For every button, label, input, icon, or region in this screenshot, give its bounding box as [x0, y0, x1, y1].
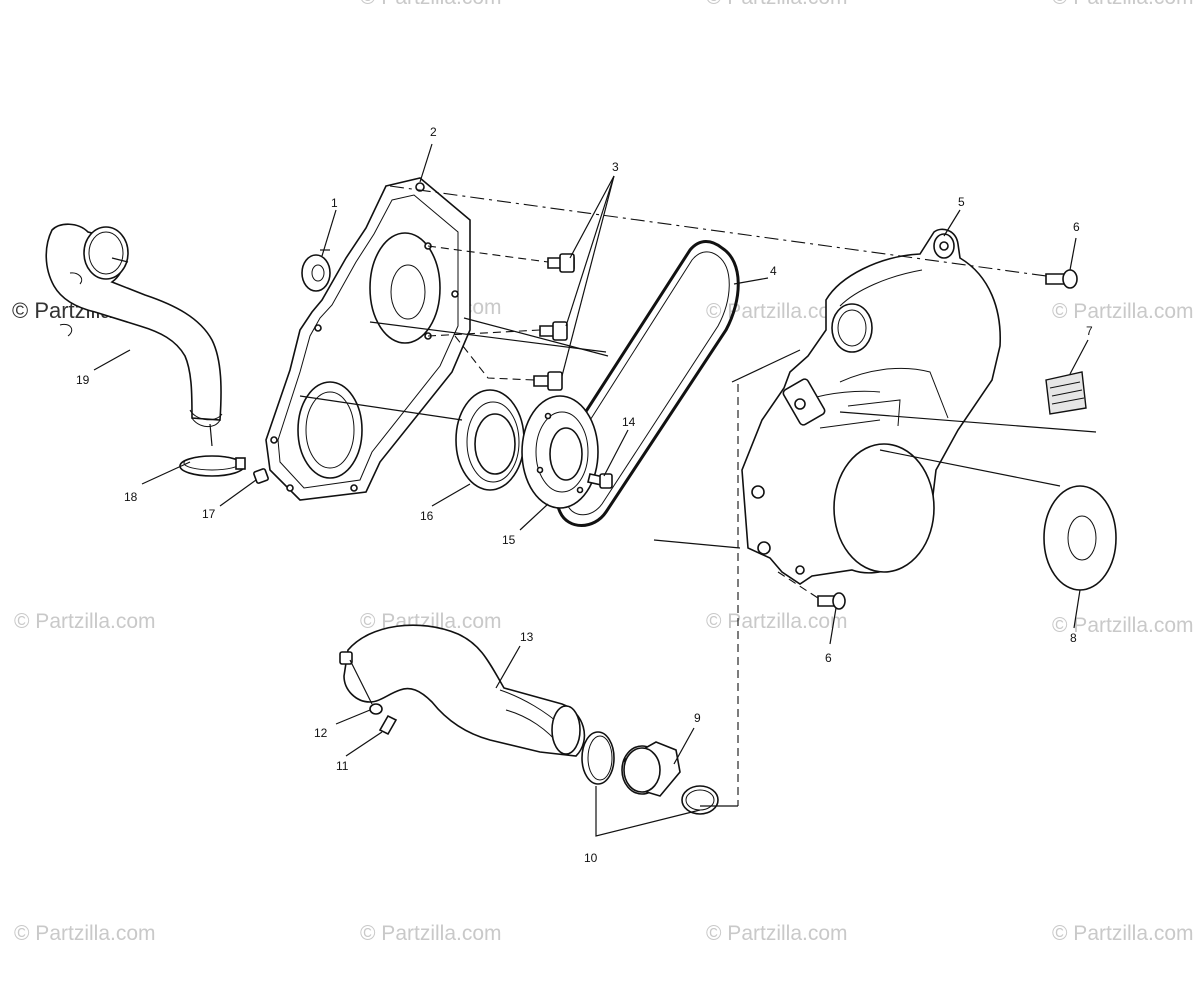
part-11-bolt[interactable] — [378, 714, 398, 736]
callout-18: 18 — [124, 490, 138, 504]
part-2-inner-cover[interactable] — [265, 177, 471, 501]
callout-5: 5 — [958, 195, 965, 209]
callout-10: 10 — [584, 851, 598, 865]
watermark-row3-4: © Partzilla.com — [1052, 614, 1194, 637]
watermark-top-3: © Partzilla.com — [1052, 0, 1194, 10]
part-12-washer[interactable] — [369, 703, 383, 715]
part-9-coupler[interactable] — [621, 741, 681, 797]
part-1-washer[interactable] — [301, 254, 331, 292]
callout-6-bottom: 6 — [825, 651, 832, 665]
callout-1: 1 — [331, 196, 338, 210]
part-18-hose-clamp[interactable] — [179, 455, 246, 477]
callout-15: 15 — [502, 533, 516, 547]
callout-16: 16 — [420, 509, 434, 523]
watermark-bottom-4: © Partzilla.com — [1052, 922, 1194, 945]
part-7-decal[interactable] — [1045, 371, 1087, 415]
part-16-seal[interactable] — [455, 389, 525, 491]
callout-11: 11 — [336, 759, 349, 773]
callout-14: 14 — [622, 415, 636, 429]
watermark-bottom-1: © Partzilla.com — [14, 922, 156, 945]
callout-7: 7 — [1086, 324, 1093, 338]
watermark-mid-4: © Partzilla.com — [1052, 300, 1194, 323]
callout-4: 4 — [770, 264, 777, 278]
callout-2: 2 — [430, 125, 437, 139]
part-6-screw-top[interactable] — [1045, 269, 1078, 289]
watermark-bottom-3: © Partzilla.com — [706, 922, 848, 945]
part-19-inlet-duct[interactable] — [45, 223, 223, 427]
part-8-washer[interactable] — [1043, 485, 1117, 591]
part-5-outer-cover[interactable] — [741, 228, 1001, 585]
watermark-row3-3: © Partzilla.com — [706, 610, 848, 633]
watermark-row3-1: © Partzilla.com — [14, 610, 156, 633]
part-13-outlet-duct[interactable] — [339, 624, 586, 757]
watermark-bottom-2: © Partzilla.com — [360, 922, 502, 945]
callout-19: 19 — [76, 373, 90, 387]
callout-12: 12 — [314, 726, 328, 740]
watermark-top-1: © Partzilla.com — [360, 0, 502, 10]
leader-lines — [93, 143, 1089, 837]
callout-6-top: 6 — [1073, 220, 1080, 234]
part-14-screw[interactable] — [587, 473, 613, 489]
part-15-bearing-plate[interactable] — [521, 395, 599, 509]
part-6-screw-bottom[interactable] — [817, 592, 846, 610]
part-17-plug[interactable] — [253, 468, 269, 484]
assembly-lines — [111, 185, 1097, 807]
callout-9: 9 — [694, 711, 701, 725]
callout-8: 8 — [1070, 631, 1077, 645]
callout-3: 3 — [612, 160, 619, 174]
watermark-mid-3: © Partzilla.com — [706, 300, 848, 323]
callout-13: 13 — [520, 630, 534, 644]
callout-17: 17 — [202, 507, 216, 521]
watermark-top-2: © Partzilla.com — [706, 0, 848, 10]
part-3-bolts[interactable] — [533, 253, 575, 391]
callout-labels: 1 2 3 4 5 6 6 7 8 9 10 11 12 13 14 15 16… — [76, 125, 1093, 865]
part-10-clamps[interactable] — [581, 731, 719, 815]
